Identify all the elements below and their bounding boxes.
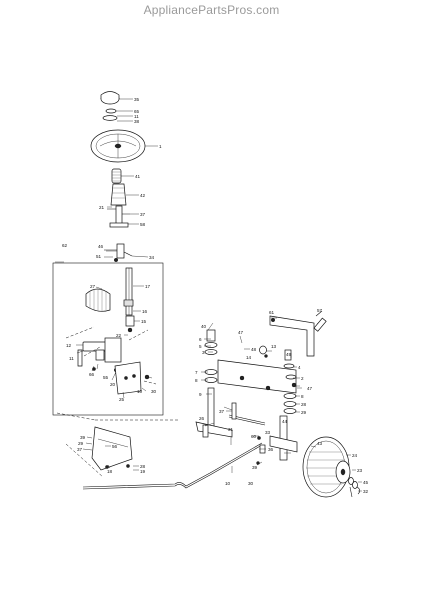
leader-line	[56, 412, 180, 478]
callout-7: 7	[195, 370, 198, 375]
callout-11: 11	[134, 114, 139, 119]
callout-b18: 18	[107, 469, 113, 474]
spindle-left	[195, 329, 233, 438]
callout-25: 25	[119, 397, 125, 402]
callout-11b: 11	[69, 356, 74, 361]
callout-44: 44	[282, 419, 288, 424]
callout-1: 1	[159, 144, 162, 149]
steering-cap	[100, 91, 120, 105]
callout-40: 40	[201, 324, 207, 329]
tie-rod	[223, 402, 266, 426]
callout-36: 36	[268, 447, 274, 452]
callout-b19: 19	[140, 469, 146, 474]
steering-shaft-lower	[104, 243, 133, 263]
callout-b28: 28	[140, 464, 146, 469]
wheel-adapter	[111, 168, 122, 184]
callout-61: 61	[269, 310, 275, 315]
callout-35: 35	[134, 97, 140, 102]
steering-assembly-box	[52, 262, 164, 416]
callout-4: 4	[298, 365, 301, 370]
steering-washer	[102, 108, 118, 121]
steering-bellows	[110, 183, 127, 206]
callout-16: 16	[142, 309, 148, 314]
callout-b39: 39	[80, 435, 86, 440]
callout-26: 26	[199, 416, 205, 421]
bracket-assembly	[77, 337, 122, 373]
callout-62: 62	[62, 243, 68, 248]
callout-23: 23	[357, 468, 363, 473]
callout-47: 47	[238, 330, 244, 335]
callout-34: 34	[149, 255, 155, 260]
callout-8: 8	[195, 378, 198, 383]
callout-41: 41	[135, 174, 141, 179]
callout-29: 29	[301, 410, 307, 415]
spindle-right	[256, 345, 298, 465]
callout-22: 22	[116, 333, 122, 338]
callout-46: 46	[98, 244, 104, 249]
pinion-gear	[125, 315, 135, 333]
watermark: AppliancePartsPros.com	[143, 3, 280, 17]
callout-51: 51	[96, 254, 102, 259]
front-wheel	[302, 436, 351, 498]
callout-45: 45	[363, 480, 369, 485]
callout-2: 2	[301, 376, 304, 381]
callout-57: 57	[317, 308, 323, 313]
callout-b37: 37	[77, 447, 83, 452]
callout-58: 58	[140, 222, 146, 227]
callout-10: 10	[137, 389, 143, 394]
callout-15: 15	[141, 319, 147, 324]
callout-24: 24	[352, 453, 358, 458]
callout-38: 38	[134, 119, 140, 124]
callout-27: 27	[90, 284, 96, 289]
steering-wheel	[90, 129, 146, 163]
callout-8b: 8	[301, 394, 304, 399]
callout-42: 42	[140, 193, 146, 198]
callout-37: 37	[140, 212, 146, 217]
callout-32: 32	[363, 489, 369, 494]
steering-gear	[85, 288, 111, 312]
callout-33: 33	[265, 430, 271, 435]
callout-3: 3	[202, 350, 205, 355]
callout-65: 65	[134, 109, 140, 114]
axle-beam	[217, 359, 297, 394]
callout-numbers: 35 65 11 38 1 41 42 21 37 58 62 46 51 34…	[62, 97, 369, 494]
support-plate	[114, 361, 150, 395]
drag-link	[82, 442, 263, 490]
callout-21: 21	[99, 205, 105, 210]
callout-48: 48	[251, 347, 257, 352]
callout-47b: 47	[307, 386, 313, 391]
callout-5: 5	[199, 344, 202, 349]
wheel-hardware	[348, 477, 361, 498]
callout-30: 30	[151, 389, 157, 394]
callout-31: 31	[228, 427, 234, 432]
callout-60: 60	[251, 434, 257, 439]
callout-28: 28	[301, 402, 307, 407]
callout-30b: 30	[248, 481, 254, 486]
callout-14: 14	[246, 355, 252, 360]
steering-shaft	[123, 267, 134, 316]
callout-13: 13	[271, 344, 277, 349]
callout-17: 17	[145, 284, 151, 289]
callout-b29: 29	[78, 441, 84, 446]
callout-20: 20	[110, 382, 116, 387]
callout-37b: 37	[219, 409, 225, 414]
callout-39: 39	[252, 465, 258, 470]
callout-12: 12	[66, 343, 72, 348]
leader-line	[65, 326, 157, 385]
callout-10b: 10	[225, 481, 231, 486]
callout-6: 6	[199, 337, 202, 342]
axle-bracket	[269, 310, 327, 357]
callout-b56: 56	[112, 444, 118, 449]
callout-66: 66	[89, 372, 95, 377]
lower-bracket	[91, 426, 133, 471]
callout-55: 55	[103, 375, 109, 380]
callout-49: 49	[286, 352, 292, 357]
callout-9: 9	[199, 392, 202, 397]
callout-leaders	[55, 98, 362, 492]
column-bushing	[107, 205, 130, 228]
callout-43: 43	[317, 441, 323, 446]
